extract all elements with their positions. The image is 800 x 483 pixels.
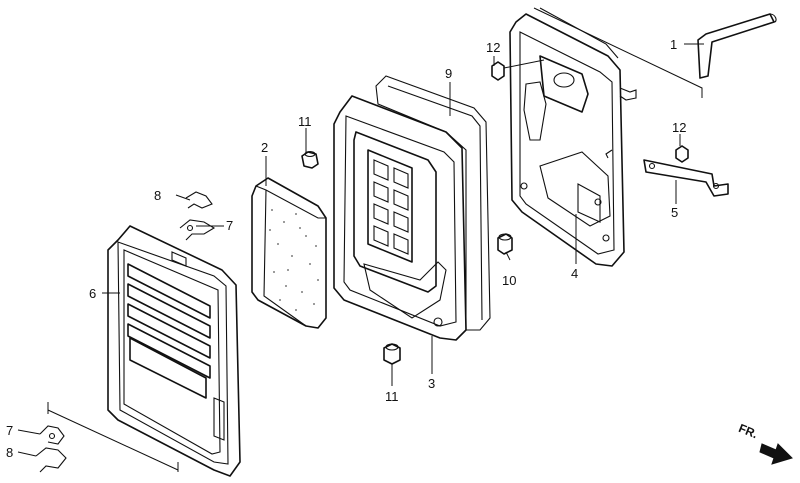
callout-9: 9 (445, 66, 452, 81)
callout-4: 4 (571, 266, 578, 281)
front-label: FR. (737, 421, 760, 441)
clip-upper-7 (179, 219, 216, 241)
callout-7-lower: 7 (6, 423, 13, 438)
grommet-upper (301, 150, 319, 169)
air-cleaner-case (509, 7, 637, 267)
clip-lower-8 (35, 447, 67, 473)
callouts: 1 2 3 4 5 6 7 7 8 8 9 10 11 11 12 12 (6, 37, 686, 460)
callout-5: 5 (671, 205, 678, 220)
callout-8-lower: 8 (6, 445, 13, 460)
callout-6: 6 (89, 286, 96, 301)
clip-lower-7 (39, 425, 65, 445)
clip-upper-8 (185, 191, 213, 209)
grommet-lower (383, 343, 401, 365)
callout-11-lower: 11 (385, 389, 399, 404)
nut-left (491, 61, 505, 81)
gasket (375, 75, 491, 331)
arrow-right-icon (759, 443, 793, 465)
collar (497, 233, 513, 255)
breather-tube (697, 13, 777, 79)
element-holder (333, 95, 467, 341)
air-cleaner-cover (107, 225, 241, 477)
callout-7-upper: 7 (226, 218, 233, 233)
callout-11-upper: 11 (298, 114, 312, 129)
bracket (643, 159, 729, 197)
callout-12-right: 12 (672, 120, 686, 135)
front-direction-indicator: FR. (737, 421, 793, 465)
callout-8-upper: 8 (154, 188, 161, 203)
foam-element (251, 177, 327, 329)
callout-3: 3 (428, 376, 435, 391)
leader-lines (17, 7, 704, 472)
callout-1: 1 (670, 37, 677, 52)
callout-12-left: 12 (486, 40, 500, 55)
callout-2: 2 (261, 140, 268, 155)
callout-10: 10 (502, 273, 516, 288)
nut-right (675, 145, 689, 163)
